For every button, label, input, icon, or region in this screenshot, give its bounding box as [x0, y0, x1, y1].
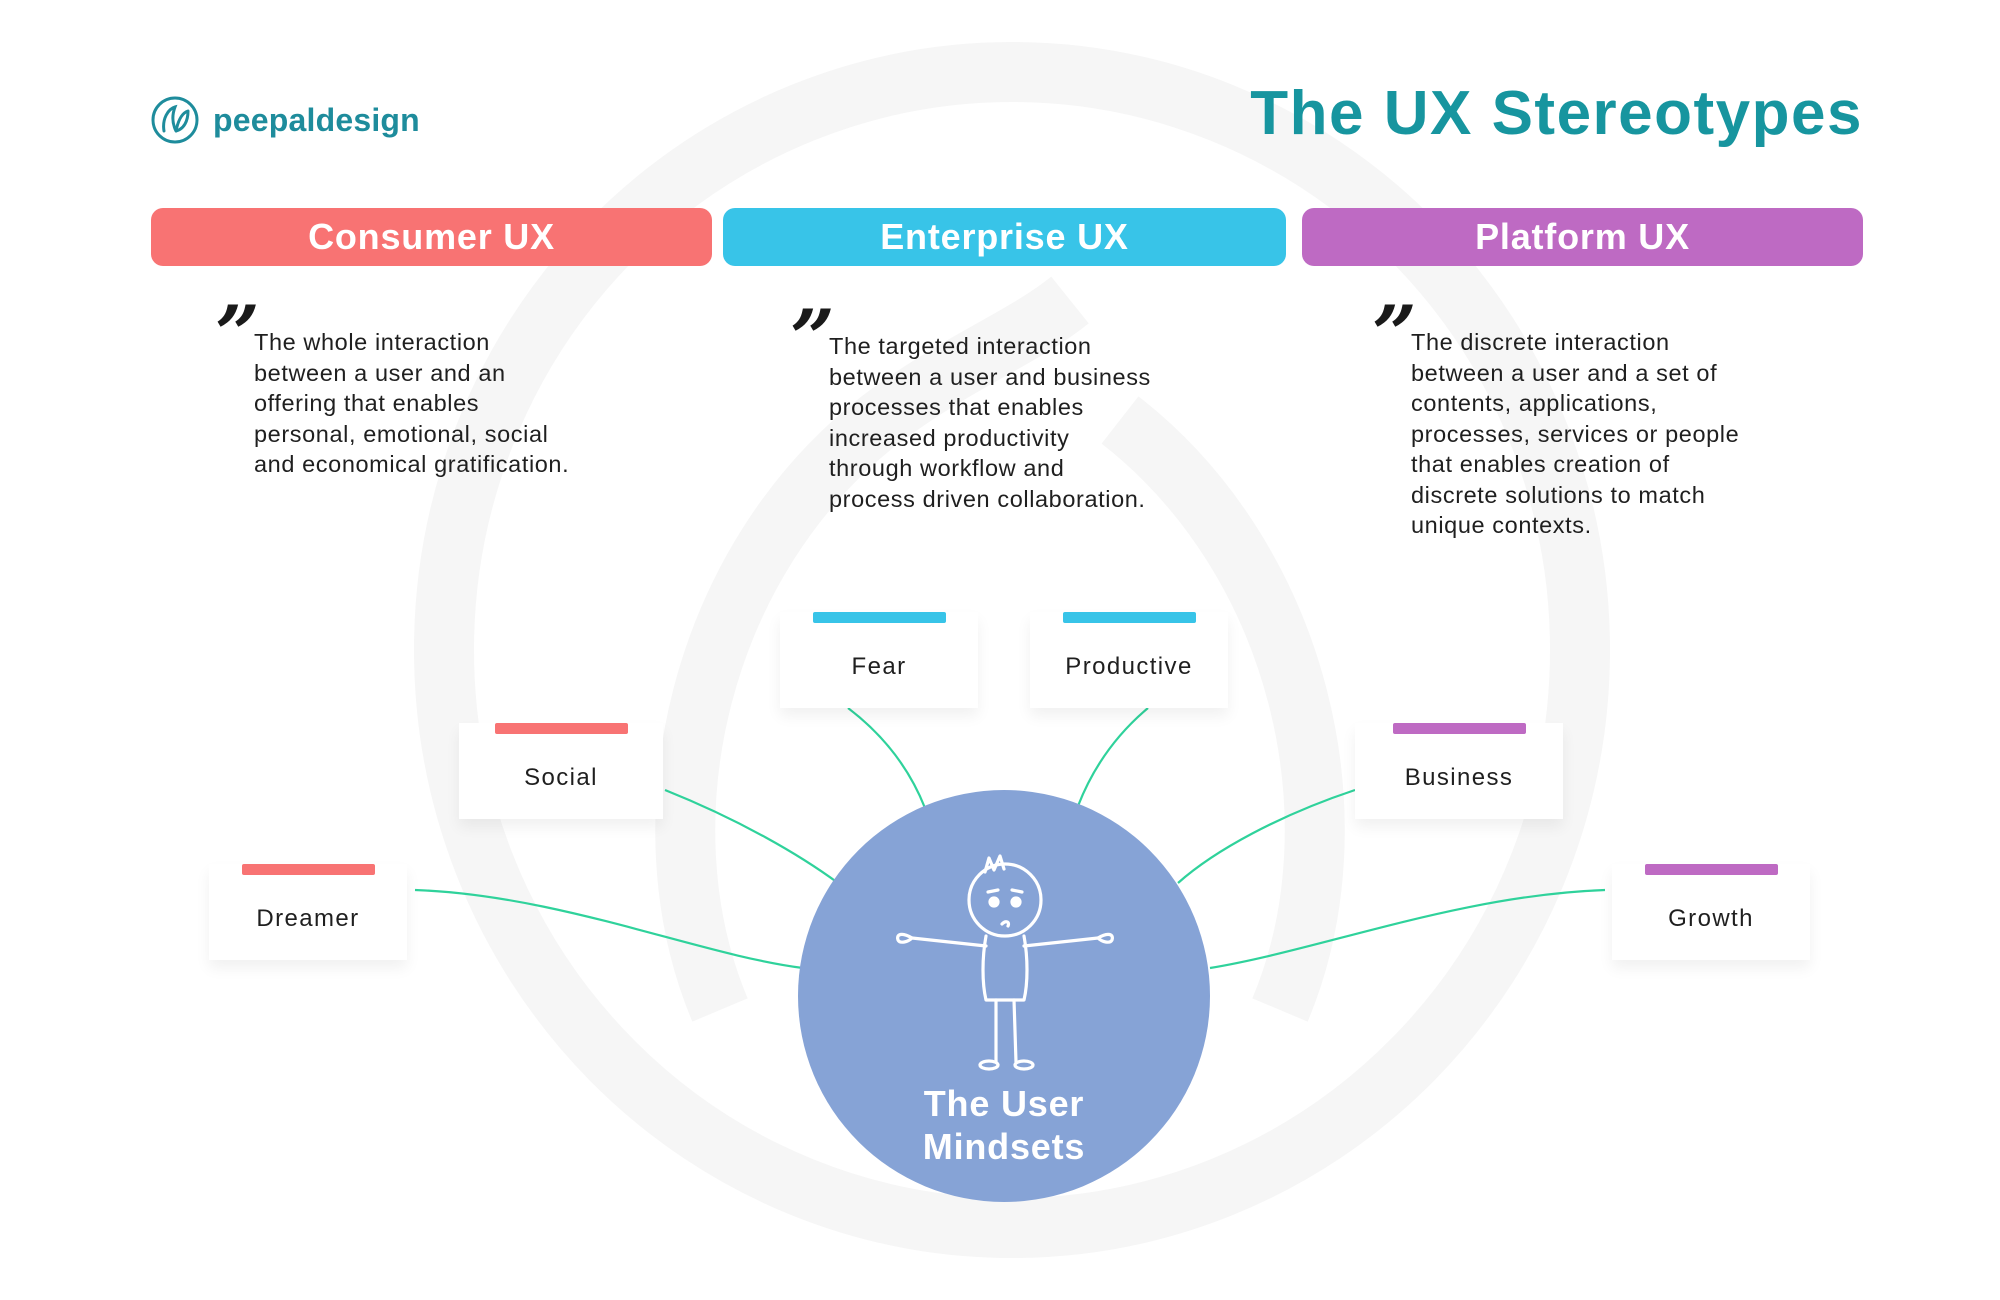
mindset-card-growth: Growth	[1612, 864, 1810, 960]
person-icon	[896, 854, 1114, 1071]
connector-fear	[847, 707, 927, 809]
center-title: The User Mindsets	[798, 1082, 1210, 1168]
mindset-label: Business	[1404, 764, 1514, 791]
connector-productive	[1076, 707, 1149, 807]
consumer-ux-description: The whole interaction between a user and…	[254, 327, 654, 480]
connector-business	[1177, 788, 1356, 884]
mindset-label: Fear	[851, 653, 907, 680]
mindset-card-business: Business	[1355, 723, 1563, 819]
center-title-line-2: Mindsets	[922, 1126, 1086, 1167]
quote-mark-icon: ”	[215, 289, 260, 380]
mindset-label: Growth	[1668, 905, 1754, 932]
category-header-consumer-ux: Consumer UX	[151, 208, 712, 266]
category-header-platform-ux: Platform UX	[1302, 208, 1863, 266]
user-mindsets-circle	[798, 790, 1210, 1202]
brand-name: peepaldesign	[213, 101, 420, 138]
card-accent-bar	[241, 864, 375, 875]
connector-growth	[1209, 888, 1606, 970]
platform-ux-description: The discrete interaction between a user …	[1411, 327, 1831, 541]
description-text: The targeted interaction between a user …	[829, 333, 1151, 512]
connector-dreamer	[414, 888, 804, 970]
peepal-leaf-logo-icon	[151, 96, 199, 144]
mindset-card-productive: Productive	[1030, 612, 1228, 708]
card-accent-bar	[1644, 864, 1778, 875]
mindset-label: Productive	[1065, 653, 1193, 680]
mindset-label: Social	[524, 764, 598, 791]
category-header-enterprise-ux: Enterprise UX	[723, 208, 1286, 266]
card-accent-bar	[1392, 723, 1526, 734]
description-text: The discrete interaction between a user …	[1411, 329, 1740, 538]
mindset-card-fear: Fear	[780, 612, 978, 708]
card-accent-bar	[494, 723, 628, 734]
card-accent-bar	[812, 612, 946, 623]
connector-social	[664, 788, 839, 884]
enterprise-ux-description: The targeted interaction between a user …	[829, 331, 1249, 514]
mindset-card-dreamer: Dreamer	[209, 864, 407, 960]
card-accent-bar	[1062, 612, 1196, 623]
mindset-label: Dreamer	[256, 905, 360, 932]
quote-mark-icon: ”	[790, 293, 835, 384]
quote-mark-icon: ”	[1372, 289, 1417, 380]
mindset-card-social: Social	[459, 723, 663, 819]
center-title-line-1: The User	[923, 1083, 1085, 1124]
description-text: The whole interaction between a user and…	[254, 329, 570, 477]
page-title: The UX Stereotypes	[1250, 79, 1863, 148]
brand: peepaldesign	[150, 92, 420, 148]
